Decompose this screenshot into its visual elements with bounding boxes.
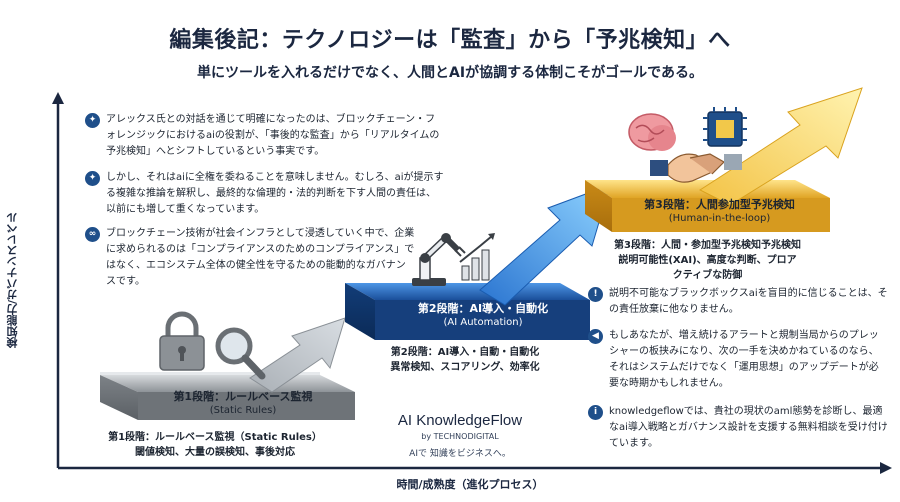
stage-2-title: 第2段階：AI導入・自動化 [417,302,549,315]
left-bullet-2: ✦ しかし、それはaiに全権を委ねることを意味しません。むしろ、aiが提示する複… [85,170,445,218]
chain-icon: ∞ [85,227,100,242]
stage-3-desc-body: 説明可能性(XAI)、高度な判断、プロアクティブな防御 [618,255,797,281]
stage-3-description: 第3段階：人間・参加型予兆検知予兆検知 説明可能性(XAI)、高度な判断、プロア… [585,238,830,283]
stage-1-description: 第1段階：ルールベース監視（Static Rules） 閾値検知、大量の誤検知、… [95,430,335,460]
stage-3-arrow [698,87,863,206]
brain-icon [628,113,676,151]
page-title: 編集後記：テクノロジーは「監査」から「予兆検知」へ [169,28,731,53]
brand-tagline: AIで 知識をビジネスへ。 [409,449,511,459]
y-axis [52,92,64,468]
stage-3-label: 第3段階：人間参加型予兆検知 (Human-in-the-loop) [612,198,827,226]
handshake-icon [650,153,742,183]
left-bullet-2-text: しかし、それはaiに全権を委ねることを意味しません。むしろ、aiが提示する複雑な… [106,172,444,215]
stage-3-title: 第3段階：人間参加型予兆検知 [644,198,795,211]
brand-byline: by TECHNODIGITAL [421,432,499,441]
robot-arm-icon [412,233,466,286]
left-bullet-1-text: アレックス氏との対話を通じて明確になったのは、ブロックチェーン・フォレンジックに… [106,114,440,157]
left-bullet-1: ✦ アレックス氏との対話を通じて明確になったのは、ブロックチェーン・フォレンジッ… [85,112,445,160]
lock-icon [159,311,205,371]
right-bullet-2-text: もしあなたが、増え続けるアラートと規制当局からのプレッシャーの板挟みになり、次の… [609,330,879,389]
stage-1-label: 第1段階：ルールベース監視 (Static Rules) [138,390,348,418]
stage-3-desc-title: 第3段階：人間・参加型予兆検知予兆検知 [614,240,801,251]
stage-1-desc-body: 閾値検知、大量の誤検知、事後対応 [135,447,295,458]
stage-1-title: 第1段階：ルールベース監視 [173,390,313,403]
right-bullet-2: ◀ もしあなたが、増え続けるアラートと規制当局からのプレッシャーの板挟みになり、… [588,328,888,392]
right-bullet-1: ! 説明不可能なブラックボックスaiを盲目的に信じることは、その責任放棄に他なり… [588,286,888,318]
right-bullet-3: i knowledgeflowでは、貴社の現状のaml態勢を診断し、最適なai導… [588,404,888,452]
stage-3-platform [585,180,830,232]
chip-icon [703,107,747,147]
warning-icon: ! [588,287,603,302]
right-bullet-1-text: 説明不可能なブラックボックスaiを盲目的に信じることは、その責任放棄に他なりませ… [609,288,888,315]
stage-2-label: 第2段階：AI導入・自動化 (AI Automation) [378,302,588,330]
stage-1-arrow [249,317,346,393]
bar-chart-icon [459,233,495,281]
info-icon: i [588,405,603,420]
page-subtitle: 単にツールを入れるだけでなく、人間とAIが協調する体制こそがゴールである。 [197,65,703,81]
lightbulb-icon: ✦ [85,113,100,128]
stage-1-title-en: (Static Rules) [209,405,277,416]
stage-2-description: 第2段階：AI導入・自動・自動化 異常検知、スコアリング、効率化 [365,345,565,375]
x-axis [58,462,892,474]
magnifier-icon [215,327,266,380]
lightbulb-icon: ✦ [85,171,100,186]
stage-2-desc-body: 異常検知、スコアリング、効率化 [390,362,540,373]
left-bullet-3-text: ブロックチェーン技術が社会インフラとして浸透していく中で、企業に求められるのは「… [106,228,415,287]
x-axis-label: 時間/成熟度（進化プロセス） [396,478,544,491]
stage-2-desc-title: 第2段階：AI導入・自動・自動化 [390,347,540,358]
stage-3-title-en: (Human-in-the-loop) [668,213,771,224]
brand-name: AI KnowledgeFlow [397,412,523,429]
stage-2-platform [345,283,590,340]
right-bullet-3-text: knowledgeflowでは、貴社の現状のaml態勢を診断し、最適なai導入戦… [609,406,888,449]
megaphone-icon: ◀ [588,329,603,344]
y-axis-label: 検知能力/ガバナンスレベル [6,211,19,349]
left-bullet-3: ∞ ブロックチェーン技術が社会インフラとして浸透していく中で、企業に求められるの… [85,226,415,290]
stage-1-desc-title: 第1段階：ルールベース監視（Static Rules） [108,432,322,443]
stage-2-title-en: (AI Automation) [443,317,523,328]
